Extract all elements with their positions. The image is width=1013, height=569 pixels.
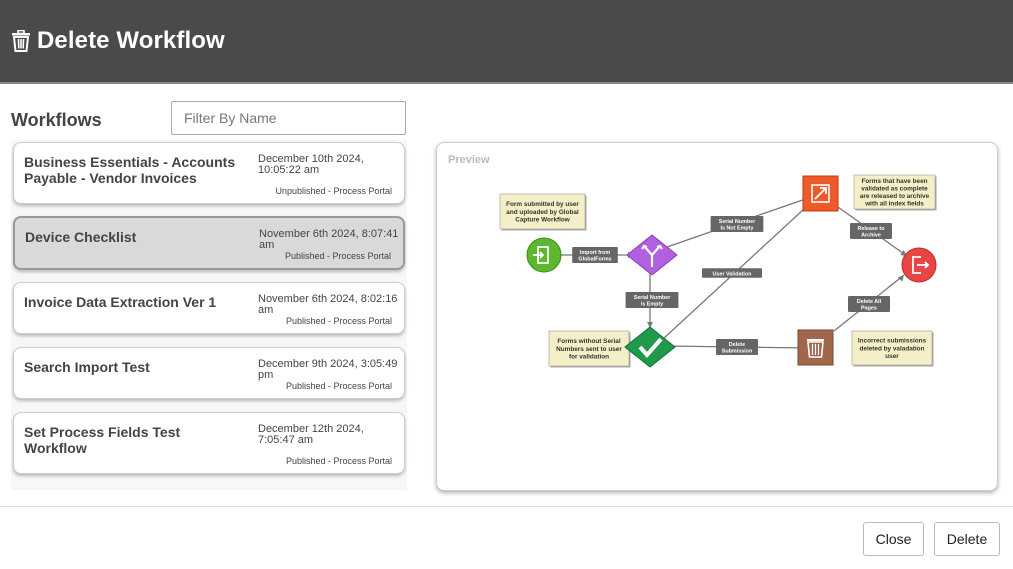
- workflow-date: December 9th 2024, 3:05:49 pm: [258, 358, 398, 381]
- note-incorrect-submissions-text: user: [885, 353, 899, 360]
- dialog-title: Delete Workflow: [37, 27, 225, 54]
- trash-can-icon: [807, 341, 824, 358]
- workflow-date: December 12th 2024, 7:05:47 am: [258, 423, 364, 446]
- note-forms-without-serial-text: for validation: [569, 353, 609, 360]
- connector-line: [662, 196, 818, 340]
- note-forms-without-serial-text: Forms without Serial: [557, 338, 620, 345]
- export-arrow-icon: [814, 187, 827, 200]
- workflow-item-set-process-fields[interactable]: Set Process Fields Test Workflow Decembe…: [13, 412, 405, 474]
- note-forms-released-text: are released to archive: [860, 193, 930, 200]
- trash-icon: [12, 30, 30, 52]
- edge-label-import-text: GlobalForms: [578, 257, 611, 263]
- edge-label-release-to-archive-text: Archive: [861, 233, 881, 239]
- edge-label-user-validation: [702, 268, 762, 278]
- edge-label-serial-not-empty-text: Serial Number: [719, 219, 756, 225]
- note-forms-without-serial-text: Numbers sent to user: [556, 346, 622, 353]
- edge-label-import-text: Import from: [580, 250, 610, 256]
- workflows-heading: Workflows: [11, 110, 102, 130]
- workflow-status: Published - Process Portal: [285, 381, 392, 391]
- workflow-date: November 6th 2024, 8:07:41 am: [259, 228, 399, 251]
- edge-label-delete-submission-text: Delete: [729, 342, 745, 348]
- note-incorrect-submissions: [851, 330, 933, 366]
- workflow-status: Published - Process Portal: [284, 251, 391, 261]
- workflow-item-business-essentials[interactable]: Business Essentials - Accounts Payable -…: [13, 142, 405, 204]
- workflow-date: November 6th 2024, 8:02:16 am: [258, 293, 398, 316]
- checkmark-icon: [638, 337, 663, 359]
- workflow-status: Published - Process Portal: [285, 456, 392, 466]
- edge-label-delete-all-pages-text: Pages: [861, 306, 877, 312]
- workflow-name: Invoice Data Extraction Ver 1: [24, 294, 217, 310]
- edge-label-serial-is-empty-text: is Empty: [641, 302, 663, 308]
- trash-lid-icon: [807, 339, 824, 341]
- trash-lines-icon: [811, 344, 820, 355]
- edge-label-import: [572, 247, 618, 263]
- filter-by-name-input[interactable]: [171, 101, 406, 135]
- workflow-name: Business Essentials - Accounts Payable -…: [24, 154, 236, 186]
- preview-label: Preview: [448, 154, 490, 166]
- start-arrow-icon: [533, 251, 545, 259]
- note-forms-released-text: Forms that have been: [861, 178, 927, 185]
- dialog-header: Delete Workflow: [0, 0, 1013, 84]
- edge-label-delete-all-pages-text: Delete All: [857, 299, 882, 305]
- note-forms-released: [853, 174, 936, 210]
- edge-label-user-validation-text: User Validation: [713, 271, 752, 277]
- edge-label-serial-not-empty-text: Is Not Empty: [721, 226, 754, 232]
- workflow-name: Search Import Test: [24, 359, 150, 375]
- exit-door-icon: [912, 256, 921, 274]
- note-form-submitted-text: Capture Workflow: [515, 216, 570, 223]
- note-form-submitted: [499, 193, 586, 230]
- workflow-status: Unpublished - Process Portal: [275, 186, 392, 196]
- note-forms-released-text: validated as complete: [861, 186, 928, 193]
- close-button[interactable]: Close: [863, 522, 924, 556]
- workflow-name: Set Process Fields Test Workflow: [24, 424, 181, 456]
- edge-label-serial-not-empty: [710, 216, 764, 232]
- workflow-name: Device Checklist: [25, 229, 137, 245]
- edge-label-delete-submission: [716, 339, 758, 355]
- connector-arrow: [897, 275, 904, 282]
- note-forms-released-text: with all index fields: [864, 201, 924, 208]
- note-form-submitted-text: and uploaded by Global: [506, 209, 579, 216]
- edge-label-release-to-archive-text: Release to: [858, 226, 886, 232]
- workflow-status: Published - Process Portal: [285, 316, 392, 326]
- edge-label-delete-submission-text: Submission: [722, 349, 753, 355]
- edge-label-serial-is-empty: [625, 292, 679, 308]
- delete-button[interactable]: Delete: [934, 522, 1000, 556]
- export-box-icon: [811, 184, 830, 203]
- workflow-item-search-import-test[interactable]: Search Import Test December 9th 2024, 3:…: [13, 347, 405, 399]
- edge-label-serial-is-empty-text: Serial Number: [634, 295, 671, 301]
- validation-node-icon: [624, 326, 676, 368]
- connector-arrow: [647, 322, 653, 328]
- exit-arrow-icon: [917, 261, 930, 269]
- note-form-submitted-text: Form submitted by user: [506, 201, 579, 208]
- note-incorrect-submissions-text: Incorrect submissions: [858, 338, 927, 345]
- workflow-item-device-checklist[interactable]: Device Checklist November 6th 2024, 8:07…: [13, 216, 405, 270]
- edge-label-delete-all-pages: [848, 296, 890, 312]
- workflow-date: December 10th 2024, 10:05:22 am: [258, 153, 364, 176]
- edge-label-release-to-archive: [850, 223, 892, 239]
- footer-divider: [0, 506, 1013, 507]
- note-incorrect-submissions-text: deleted by valadation: [860, 345, 925, 352]
- workflow-item-invoice-data-extraction[interactable]: Invoice Data Extraction Ver 1 November 6…: [13, 282, 405, 334]
- split-arrows-icon: [641, 244, 663, 267]
- workflow-list: Business Essentials - Accounts Payable -…: [11, 140, 407, 490]
